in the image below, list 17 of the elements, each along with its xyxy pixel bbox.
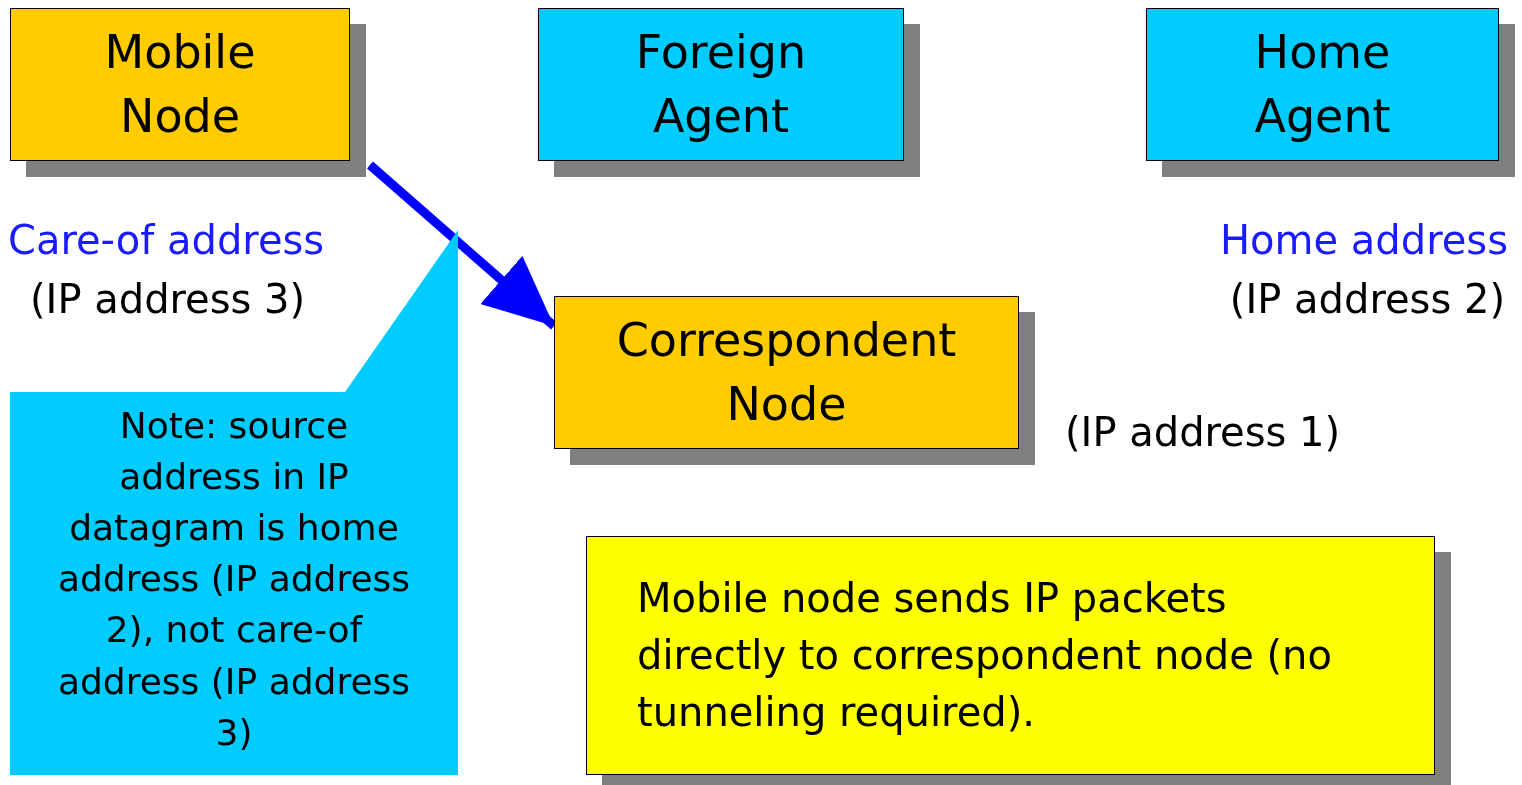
node-box xyxy=(554,296,1019,449)
ip-address-label: (IP address 3) xyxy=(30,275,306,323)
ip-address-label: (IP address 1) xyxy=(1065,408,1341,456)
ip-address-label: (IP address 2) xyxy=(1229,275,1505,323)
node-label: Foreign Agent xyxy=(635,24,807,145)
node-box xyxy=(10,8,350,161)
arrow xyxy=(367,161,557,330)
node-label: Home Agent xyxy=(1254,24,1391,145)
address-label: Care-of address xyxy=(8,216,325,264)
note-text: Mobile node sends IP packets directly to correspondent node (no tunneling required). xyxy=(637,573,1333,738)
agent-box xyxy=(1146,8,1499,161)
node-label: Mobile Node xyxy=(104,24,256,145)
note-text: Note: source address in IP datagram is home address (IP address 2), not care-of address (IP address 3) xyxy=(56,404,412,755)
agent-box xyxy=(538,8,904,161)
note-box xyxy=(586,536,1435,775)
address-label: Home address xyxy=(1220,216,1508,264)
node-label: Correspondent Node xyxy=(616,312,957,433)
